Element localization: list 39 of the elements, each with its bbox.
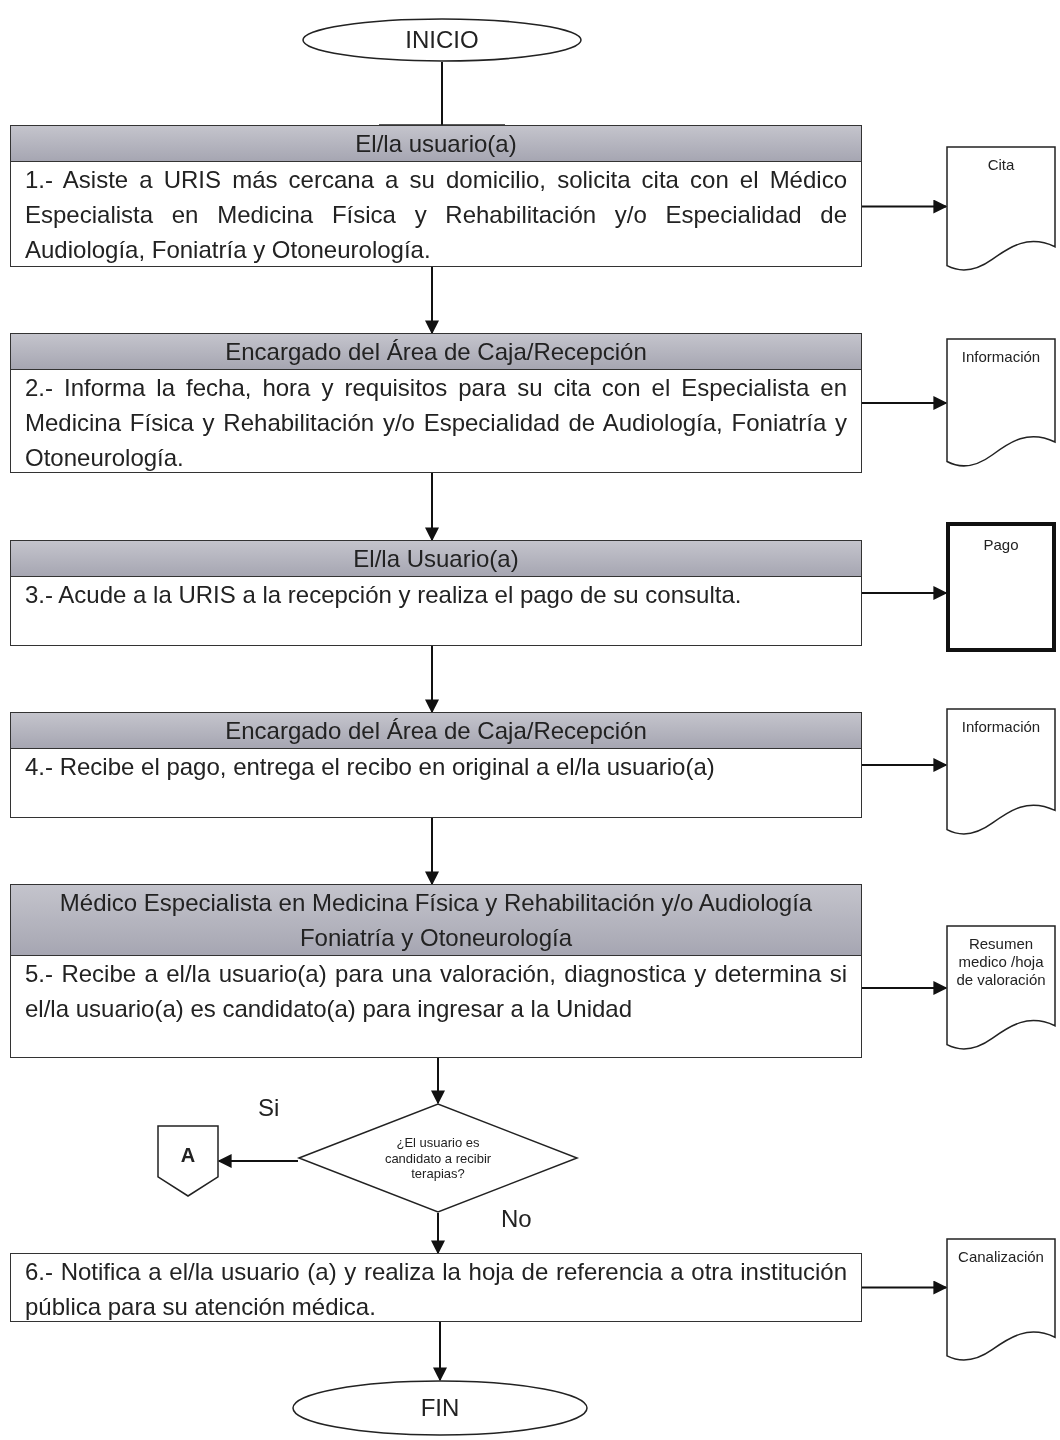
arrow [433, 1321, 447, 1382]
process-box [10, 884, 862, 1058]
box-text: 2.- Informa la fecha, hora y requisitos para su cita con el Especialista en Medicina Física y Rehabilitación y/o Especialidad de Audiología, Foniatría y Otoneurología. [24, 373, 848, 473]
arrow [861, 1280, 948, 1295]
arrow [861, 396, 948, 410]
process-box [10, 333, 862, 473]
document-label: Información [961, 348, 1041, 366]
arrow [861, 586, 948, 600]
connector-letter: A [180, 1143, 196, 1167]
terminator-text: FIN [420, 1393, 460, 1423]
box-text: 3.- Acude a la URIS a la recepción y realiza el pago de su consulta. [24, 580, 743, 610]
arrow [425, 817, 439, 886]
arrow [425, 472, 439, 542]
arrow [425, 266, 439, 335]
terminator-text: INICIO [405, 25, 479, 55]
process-box [10, 125, 862, 267]
process-box [10, 712, 862, 818]
arrow [431, 1212, 445, 1255]
box-text: 1.- Asiste a URIS más cercana a su domicilio, solicita cita con el Médico Especialista en Medicina Física y Rehabilitación y/o Especialidad de Audiología, Foniatría y Otoneurología. [24, 165, 848, 265]
arrow [861, 981, 948, 995]
process-box [10, 540, 862, 646]
box-heading: Médico Especialista en Medicina Física y Rehabilitación y/o Audiología Foniatría y Otoneurología [11, 885, 861, 956]
box-heading: El/la Usuario(a) [11, 541, 861, 577]
document-label: Información [961, 718, 1041, 736]
box-text: 6.- Notifica a el/la usuario (a) y realiza la hoja de referencia a otra institución pública para su atención médica. [24, 1257, 848, 1322]
document-label: Cita [987, 156, 1015, 174]
arrow [425, 645, 439, 714]
document-label: Canalización [958, 1248, 1044, 1266]
box-text: 4.- Recibe el pago, entrega el recibo en original a el/la usuario(a) [24, 752, 716, 782]
box-heading: Encargado del Área de Caja/Recepción [11, 334, 861, 370]
arrow [861, 758, 948, 772]
arrow [431, 1057, 445, 1105]
document-label: Resumen medico /hoja de valoración [955, 935, 1047, 989]
document-label: Pago [983, 536, 1019, 554]
decision-text: ¿El usuario es candidato a recibir terapias? [383, 1134, 493, 1182]
arrow [861, 199, 948, 214]
box-heading: El/la usuario(a) [11, 126, 861, 162]
box-text: 5.- Recibe a el/la usuario(a) para una valoración, diagnostica y determina si el/la usuario(a) es candidato(a) para ingresar a la Unidad [24, 959, 848, 1024]
box-heading: Encargado del Área de Caja/Recepción [11, 713, 861, 749]
